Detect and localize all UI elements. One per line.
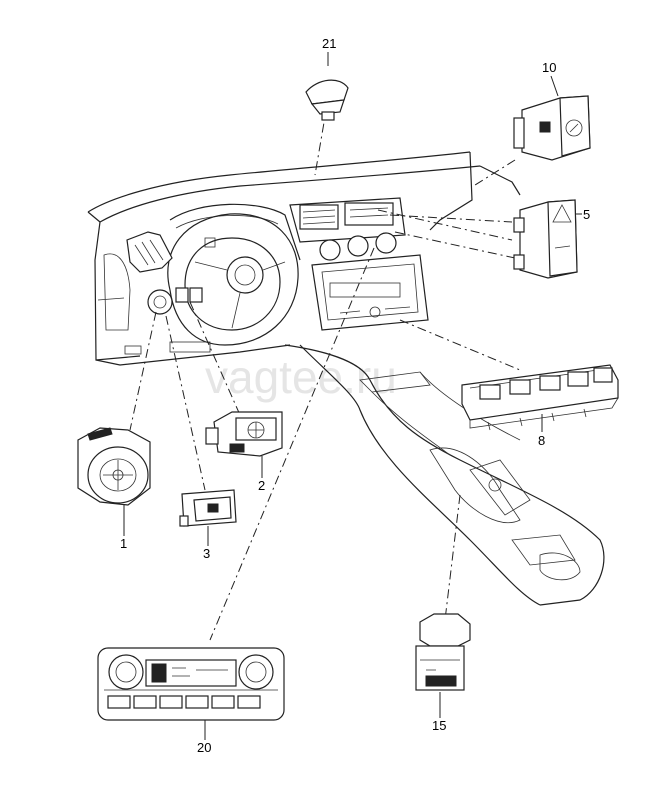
callout-20: 20: [197, 740, 211, 755]
part-8-switch-strip: [461, 364, 619, 431]
part-10-switch: [513, 95, 591, 161]
part-3-push-switch: [179, 489, 237, 527]
part-1-headlight-switch: [77, 427, 151, 506]
callout-10: 10: [542, 60, 556, 75]
leader-lines: [129, 104, 521, 641]
callout-8: 8: [538, 433, 545, 448]
callout-3: 3: [203, 546, 210, 561]
dashboard-drawing: [87, 151, 605, 606]
callout-1: 1: [120, 536, 127, 551]
callout-5: 5: [583, 207, 590, 222]
part-15-single-switch: [415, 613, 471, 691]
part-21-sensor: [305, 79, 349, 121]
part-5-hazard-switch: [513, 199, 578, 279]
callout-2: 2: [258, 478, 265, 493]
callout-21: 21: [322, 36, 336, 51]
callout-15: 15: [432, 718, 446, 733]
part-2-rotary-switch: [205, 411, 283, 457]
watermark: vagtee.ru: [205, 351, 397, 403]
part-20-climate-panel: [97, 647, 285, 721]
